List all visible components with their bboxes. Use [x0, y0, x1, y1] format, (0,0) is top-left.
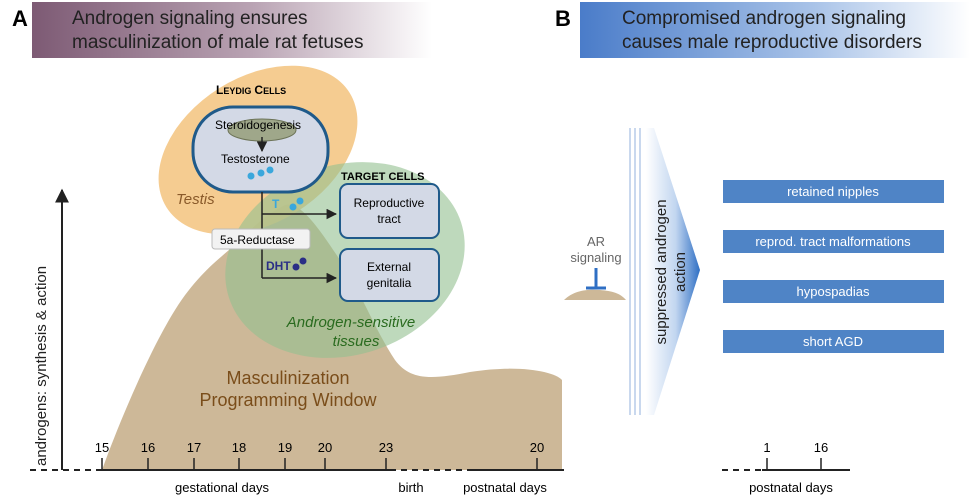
- leydig-cells-label: LEYDIG CELLS: [216, 83, 286, 97]
- panel-b-x-label: postnatal days: [749, 480, 833, 495]
- panel-a-header-line2: masculinization of male rat fetuses: [72, 32, 363, 53]
- ar-label-line1: AR: [587, 234, 605, 249]
- external-genitalia-line2: genitalia: [367, 276, 412, 290]
- disorder-box: [723, 230, 944, 253]
- x-tick-label: 23: [379, 440, 393, 455]
- t-label: T: [272, 197, 280, 211]
- x-tick-label: 17: [187, 440, 201, 455]
- arrow-label-line1: suppressed androgen: [653, 199, 670, 344]
- x-tick-label: 19: [278, 440, 292, 455]
- disorder-label: short AGD: [803, 334, 863, 349]
- t-dot: [289, 203, 297, 211]
- disorder-label: reprod. tract malformations: [755, 234, 911, 249]
- panel-b-tick-label: 1: [763, 440, 770, 455]
- panel-a-header-line1: Androgen signaling ensures: [72, 8, 308, 29]
- steroidogenesis-label: Steroidogenesis: [215, 118, 301, 132]
- arrow-label-line2: action: [672, 252, 689, 292]
- disorder-label: retained nipples: [787, 184, 879, 199]
- reproductive-tract-line2: tract: [377, 212, 401, 226]
- panel-b-header-line2: causes male reproductive disorders: [622, 32, 922, 53]
- disorder-label: hypospadias: [797, 284, 870, 299]
- x-label-gestational: gestational days: [175, 480, 269, 495]
- suppression-arrow-icon: [646, 128, 700, 415]
- t-dot: [296, 197, 304, 205]
- testis-label: Testis: [176, 191, 215, 208]
- x-tick-label: 15: [95, 440, 109, 455]
- panel-b-header-line1: Compromised androgen signaling: [622, 8, 906, 29]
- x-label-postnatal: postnatal days: [463, 480, 547, 495]
- disorder-box: [723, 330, 944, 353]
- x-tick-label: 16: [141, 440, 155, 455]
- x-tick-label: 18: [232, 440, 246, 455]
- panel-b-ticks: 1 16: [763, 440, 828, 470]
- window-label-line2: Programming Window: [199, 390, 377, 410]
- disorder-box: [723, 180, 944, 203]
- reductase-box: [211, 228, 311, 250]
- panel-b-tick-label: 16: [814, 440, 828, 455]
- testosterone-dot: [257, 169, 265, 177]
- panel-b-letter: B: [555, 6, 571, 31]
- external-genitalia-line1: External: [367, 260, 411, 274]
- external-genitalia-box: [339, 248, 440, 302]
- x-label-birth: birth: [398, 480, 423, 495]
- x-tick-label: 20: [318, 440, 332, 455]
- testosterone-dot: [247, 172, 255, 180]
- panel-a-header-band: [32, 2, 432, 58]
- ar-mound-icon: [564, 289, 626, 300]
- panel-a-ticks: 15 16 17 18 19 20 23 20: [95, 440, 544, 470]
- reproductive-tract-box: [339, 183, 440, 239]
- target-cells-label: TARGET CELLS: [341, 171, 425, 183]
- y-axis-label: androgens: synthesis & action: [33, 266, 50, 466]
- disorder-list: retained nipples reprod. tract malformati…: [723, 180, 944, 353]
- window-label-line1: Masculinization: [226, 368, 349, 388]
- androgen-sensitive-line2: tissues: [333, 333, 380, 350]
- testosterone-label: Testosterone: [221, 152, 290, 166]
- x-tick-label: 20: [530, 440, 544, 455]
- ar-label-line2: signaling: [570, 250, 621, 265]
- androgen-sensitive-line1: Androgen-sensitive: [286, 314, 415, 331]
- panel-a-letter: A: [12, 6, 28, 31]
- dht-dot: [292, 263, 300, 271]
- reproductive-tract-line1: Reproductive: [354, 196, 425, 210]
- panel-b-header-band: [580, 2, 970, 58]
- testosterone-dot: [266, 166, 274, 174]
- dht-dot: [299, 257, 307, 265]
- disorder-box: [723, 280, 944, 303]
- reductase-label: 5a-Reductase: [220, 233, 295, 247]
- dht-label: DHT: [266, 259, 291, 273]
